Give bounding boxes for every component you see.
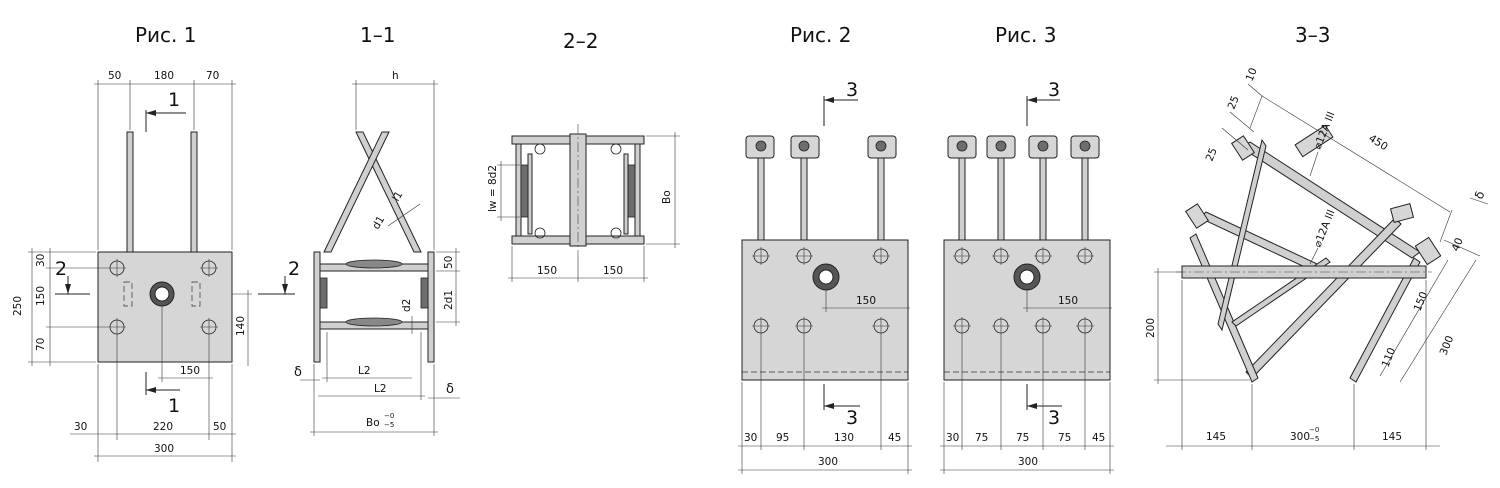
sec33-dim-40: 40 [1450, 236, 1466, 253]
fig1-dim-left-250: 250 [12, 296, 24, 316]
fig1-dim-top-70: 70 [206, 70, 219, 82]
sec22-dim-150-left: 150 [537, 265, 557, 277]
sec11-dim-2d1: 2d1 [443, 290, 455, 310]
fig3-cut3-top: 3 [1048, 79, 1060, 101]
fig1-cut2-left: 2 [55, 258, 67, 280]
fig2-dim-total: 300 [818, 456, 838, 468]
fig1-dim-left-70: 70 [35, 338, 47, 351]
sec33-rebar1: ⌀12A III [1312, 110, 1338, 151]
fig1-cut1-bottom: 1 [168, 395, 180, 417]
title-sec22: 2–2 [563, 29, 598, 53]
fig1-cut1-top: 1 [168, 89, 180, 111]
sec22-dim-150-right: 150 [603, 265, 623, 277]
sec11-dim-d1: d1 [370, 214, 387, 232]
fig1-dim-150: 150 [180, 365, 200, 377]
title-fig2: Рис. 2 [790, 23, 852, 47]
sec33-dim-300-bottom: 300 [1290, 431, 1310, 443]
fig1-dim-bottom-30: 30 [74, 421, 87, 433]
sec33-dim-150: 150 [1412, 290, 1431, 313]
fig2-dim-150: 150 [856, 295, 876, 307]
fig2-dim-130: 130 [834, 432, 854, 444]
fig2-dim-95: 95 [776, 432, 789, 444]
svg-text:−0: −0 [1309, 426, 1319, 434]
fig2-cut3-bottom: 3 [846, 407, 858, 429]
fig3-cut3-bottom: 3 [1048, 407, 1060, 429]
sec33-rebar2: ⌀12A III [1312, 208, 1338, 249]
fig2-drawing: 3 3 150 30 95 130 45 300 [738, 79, 912, 474]
fig3-dim-30: 30 [946, 432, 959, 444]
sec11-delta-left: δ [294, 365, 302, 380]
fig2-dim-30: 30 [744, 432, 757, 444]
title-sec11: 1–1 [360, 23, 395, 47]
sec11-dim-h: h [392, 70, 399, 82]
sec33-dim-145-left: 145 [1206, 431, 1226, 443]
fig1-drawing: 50 180 70 1 1 2 2 250 30 150 70 140 [12, 70, 300, 462]
svg-text:−5: −5 [384, 421, 394, 429]
sec11-dim-50: 50 [443, 256, 455, 269]
fig1-dim-left-30: 30 [35, 254, 47, 267]
sec33-dim-450: 450 [1366, 132, 1389, 153]
sec22-dim-lw: lw = 8d2 [487, 165, 499, 212]
fig1-cut2-right: 2 [288, 258, 300, 280]
sec11-dim-Bo: Bo [366, 417, 380, 429]
sec33-dim-200: 200 [1145, 318, 1157, 338]
sec11-delta-right: δ [446, 382, 454, 397]
fig3-dim-75a: 75 [975, 432, 988, 444]
sec33-dim-25a: 25 [1226, 94, 1242, 111]
sec33-dim-25b: 25 [1204, 146, 1220, 163]
sec33-drawing: 450 10 25 25 ⌀12A III ⌀12A III δ 40 150 … [1145, 66, 1489, 450]
sec22-dim-Bo: Bo [661, 190, 673, 204]
fig1-dim-bottom-50: 50 [213, 421, 226, 433]
sec11-dim-Bo-tol: −0 [384, 412, 394, 420]
fig1-dim-left-150: 150 [35, 286, 47, 306]
title-sec33: 3–3 [1295, 23, 1330, 47]
sec11-drawing: h l1 d1 d2 50 2d1 L2 L2 Bo −0 −5 δ δ [294, 70, 460, 436]
sec33-dim-10: 10 [1244, 66, 1260, 83]
fig1-dim-total-300: 300 [154, 443, 174, 455]
sec11-dim-d2: d2 [401, 299, 413, 312]
sec33-dim-300: 300 [1438, 334, 1457, 357]
svg-text:−5: −5 [1309, 435, 1319, 443]
sec11-dim-L2a: L2 [358, 365, 371, 377]
fig1-dim-140: 140 [235, 316, 247, 336]
fig3-dim-75b: 75 [1016, 432, 1029, 444]
fig1-dim-top-180: 180 [154, 70, 174, 82]
sec22-drawing: lw = 8d2 Bo 150 150 [487, 124, 680, 282]
sec33-dim-145-right: 145 [1382, 431, 1402, 443]
fig3-dim-150: 150 [1058, 295, 1078, 307]
sec11-dim-L2b: L2 [374, 383, 387, 395]
fig2-dim-45: 45 [888, 432, 901, 444]
sec33-dim-110: 110 [1380, 346, 1399, 369]
fig1-dim-bottom-220: 220 [153, 421, 173, 433]
fig3-dim-total: 300 [1018, 456, 1038, 468]
fig1-dim-top-50: 50 [108, 70, 121, 82]
title-fig1: Рис. 1 [135, 23, 197, 47]
fig3-drawing: 3 3 150 30 75 75 75 45 300 [940, 79, 1114, 474]
title-fig3: Рис. 3 [995, 23, 1057, 47]
fig3-dim-75c: 75 [1058, 432, 1071, 444]
fig3-dim-45: 45 [1092, 432, 1105, 444]
fig2-cut3-top: 3 [846, 79, 858, 101]
